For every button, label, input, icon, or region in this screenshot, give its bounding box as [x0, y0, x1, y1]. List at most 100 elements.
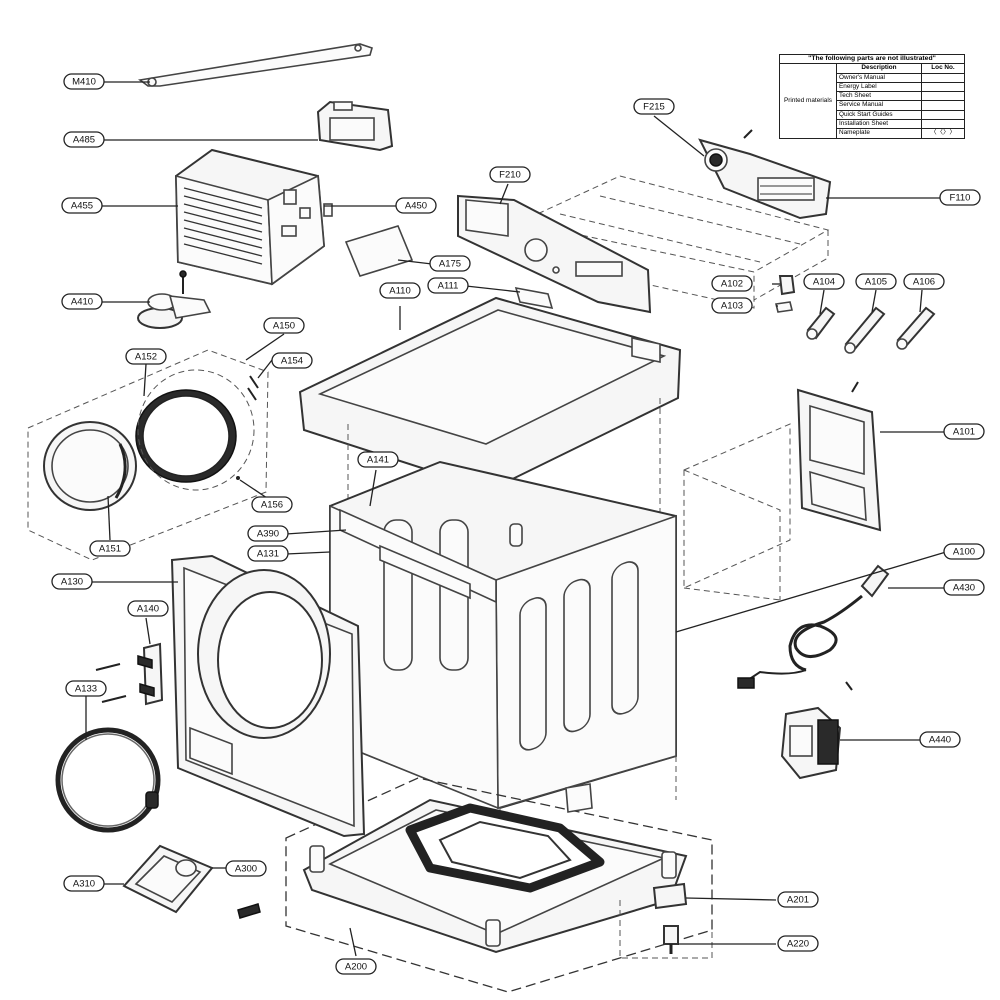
svg-text:A450: A450 [405, 201, 427, 212]
label-M410: M410 [63, 73, 105, 90]
row-description: Tech Sheet [836, 91, 922, 102]
row-loc-no: 〈〈〉〉 [921, 128, 965, 139]
base-frame-part [302, 783, 688, 954]
label-A151: A151 [89, 540, 131, 557]
label-A106: A106 [903, 273, 945, 290]
label-A485: A485 [63, 131, 105, 148]
row-description: Quick Start Guides [836, 109, 922, 121]
label-A103: A103 [711, 297, 753, 314]
foam-pad-part [344, 225, 414, 277]
valve-part-a106 [896, 306, 936, 350]
label-A131: A131 [247, 545, 289, 562]
svg-text:A133: A133 [75, 684, 97, 695]
label-A150: A150 [263, 317, 305, 334]
table-group-label: Printed materials [779, 63, 837, 139]
label-A175: A175 [429, 255, 471, 272]
svg-text:A410: A410 [71, 297, 93, 308]
svg-text:A103: A103 [721, 301, 743, 312]
leader-lines [85, 81, 947, 957]
svg-text:A200: A200 [345, 962, 367, 973]
svg-text:M410: M410 [72, 77, 96, 88]
row-description: Owner's Manual [836, 72, 922, 83]
label-A300: A300 [225, 860, 267, 877]
svg-text:A100: A100 [953, 547, 975, 558]
label-A430: A430 [943, 579, 985, 596]
control-panel-dashed-box [518, 175, 830, 309]
table-row: Nameplate 〈〈〉〉 [780, 128, 965, 139]
svg-text:A154: A154 [281, 356, 303, 367]
svg-text:F110: F110 [950, 193, 971, 204]
cabinet-part [329, 460, 677, 810]
column-header-description: Description [836, 63, 922, 74]
row-loc-no [921, 109, 965, 121]
svg-text:A390: A390 [257, 529, 279, 540]
front-door-part [170, 554, 366, 838]
svg-text:A300: A300 [235, 864, 257, 875]
label-A310: A310 [63, 875, 105, 892]
knob-cap-part [778, 275, 796, 296]
pressure-switch-part [137, 270, 212, 329]
svg-text:A131: A131 [257, 549, 279, 560]
top-plate-part [298, 286, 682, 492]
drain-cover-part [122, 844, 214, 914]
row-loc-no [921, 81, 965, 93]
label-A410: A410 [61, 293, 103, 310]
svg-text:A110: A110 [389, 286, 410, 297]
label-A200: A200 [335, 958, 377, 975]
svg-text:A310: A310 [73, 879, 95, 890]
door-glass-group-outline [27, 349, 269, 561]
row-description: Installation Sheet [836, 119, 922, 130]
row-description: Service Manual [836, 100, 922, 111]
svg-text:A111: A111 [438, 281, 459, 292]
svg-text:F210: F210 [499, 170, 521, 181]
label-A390: A390 [247, 525, 289, 542]
svg-text:A104: A104 [813, 277, 835, 288]
label-A141: A141 [357, 451, 399, 468]
pcb-cover-part [316, 100, 394, 152]
door-hinge-part [95, 642, 164, 706]
label-A105: A105 [855, 273, 897, 290]
label-A133: A133 [65, 680, 107, 697]
svg-text:F215: F215 [643, 102, 665, 113]
svg-text:A101: A101 [953, 427, 975, 438]
svg-text:A201: A201 [787, 895, 809, 906]
svg-text:A156: A156 [261, 500, 283, 511]
svg-text:A151: A151 [99, 544, 121, 555]
clamp-ring-part [55, 727, 161, 833]
svg-text:A150: A150 [273, 321, 295, 332]
svg-text:A141: A141 [367, 455, 389, 466]
label-A201: A201 [777, 891, 819, 908]
svg-text:A105: A105 [865, 277, 887, 288]
drain-screw-part [237, 903, 261, 919]
label-A101: A101 [943, 423, 985, 440]
row-loc-no [921, 91, 965, 102]
label-A140: A140 [127, 600, 169, 617]
unillustrated-parts-table: "The following parts are not illustrated… [779, 53, 965, 139]
label-A104: A104 [803, 273, 845, 290]
control-panel-fascia-part [457, 194, 652, 314]
svg-text:A220: A220 [787, 939, 809, 950]
label-A156: A156 [251, 496, 293, 513]
label-A220: A220 [777, 935, 819, 952]
main-pcb-assembly-part [174, 148, 333, 286]
label-F215: F215 [633, 98, 675, 115]
label-F110: F110 [939, 189, 981, 206]
row-description: Energy Label [836, 81, 922, 93]
svg-text:A175: A175 [439, 259, 461, 270]
column-header-loc-no: Loc No. [921, 63, 965, 74]
part-labels: M410 A485 A455 A450 A410 A175 A111 A110 … [51, 73, 985, 975]
noise-filter-part [780, 681, 853, 780]
power-cord-part [737, 564, 890, 689]
label-A154: A154 [271, 352, 313, 369]
label-F210: F210 [489, 166, 531, 183]
svg-text:A102: A102 [721, 279, 743, 290]
row-loc-no [921, 72, 965, 83]
clip-part [775, 301, 793, 313]
label-A110: A110 [379, 282, 421, 299]
row-loc-no [921, 100, 965, 111]
label-A102: A102 [711, 275, 753, 292]
door-gasket-ring-part [135, 369, 255, 491]
label-A440: A440 [919, 731, 961, 748]
svg-text:A140: A140 [137, 604, 159, 615]
